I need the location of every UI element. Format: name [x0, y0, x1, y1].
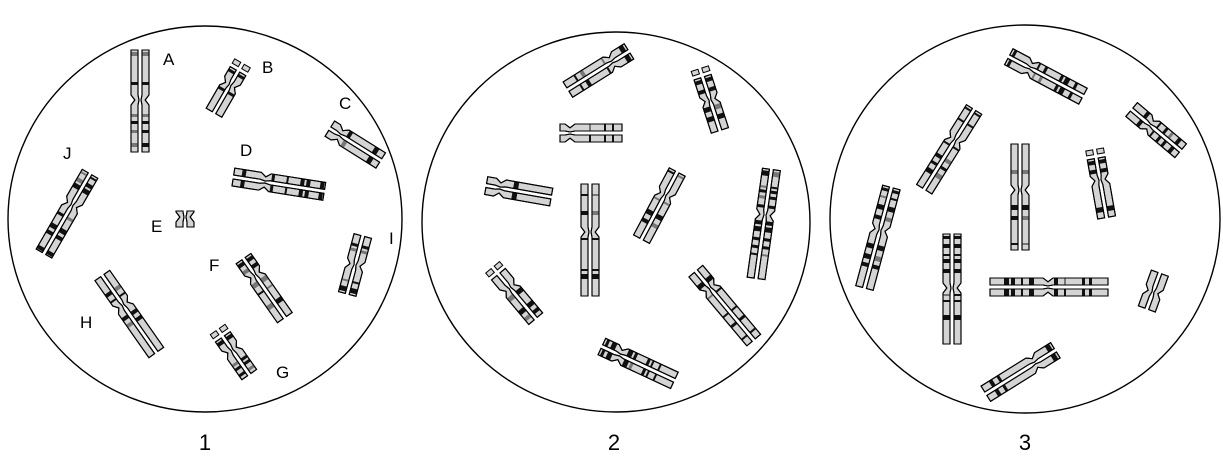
label-H: H	[80, 313, 92, 332]
chromosome-2f	[634, 168, 686, 244]
label-D: D	[240, 141, 252, 160]
chromosome-3j	[981, 343, 1060, 402]
chromosome-2c	[560, 124, 622, 142]
chromosome-J	[36, 169, 98, 258]
label-A: A	[163, 50, 175, 69]
chromosome-B	[206, 59, 250, 117]
chromosome-3h	[990, 278, 1108, 296]
chromosome-G	[210, 324, 256, 379]
chromosome-F	[236, 253, 292, 322]
chromosome-3f	[856, 185, 900, 290]
chromosome-2g	[747, 168, 780, 279]
chromosome-2b	[691, 66, 728, 133]
chromosome-C	[325, 121, 385, 168]
chromosome-A	[131, 50, 149, 152]
chromosome-3e	[1086, 148, 1116, 219]
label-B: B	[262, 58, 273, 77]
chromosome-2a	[563, 44, 634, 97]
label-I: I	[389, 229, 394, 248]
label-F: F	[209, 256, 219, 275]
label-J: J	[63, 144, 72, 163]
chromosome-3d	[1126, 103, 1187, 158]
chromosome-3g	[943, 234, 961, 344]
chromosome-2d	[485, 177, 553, 206]
chromosome-2e	[581, 184, 599, 296]
cell-number-2: 2	[608, 430, 620, 455]
label-G: G	[276, 363, 289, 382]
chromosome-I	[339, 234, 372, 297]
chromosome-3c	[1011, 144, 1029, 250]
cell-number-1: 1	[199, 430, 211, 455]
chromosome-E	[176, 211, 194, 227]
chromosome-2j	[598, 338, 678, 388]
chromosome-3i	[1138, 270, 1168, 312]
chromosome-3a	[1005, 49, 1088, 104]
chromosome-2h	[486, 262, 543, 325]
cell-number-3: 3	[1019, 430, 1031, 455]
label-E: E	[151, 217, 162, 236]
chromosome-3b	[917, 105, 982, 194]
chromosome-H	[95, 270, 164, 357]
chromosome-D	[232, 168, 326, 200]
label-C: C	[339, 94, 351, 113]
chromosome-layer	[36, 44, 1186, 402]
